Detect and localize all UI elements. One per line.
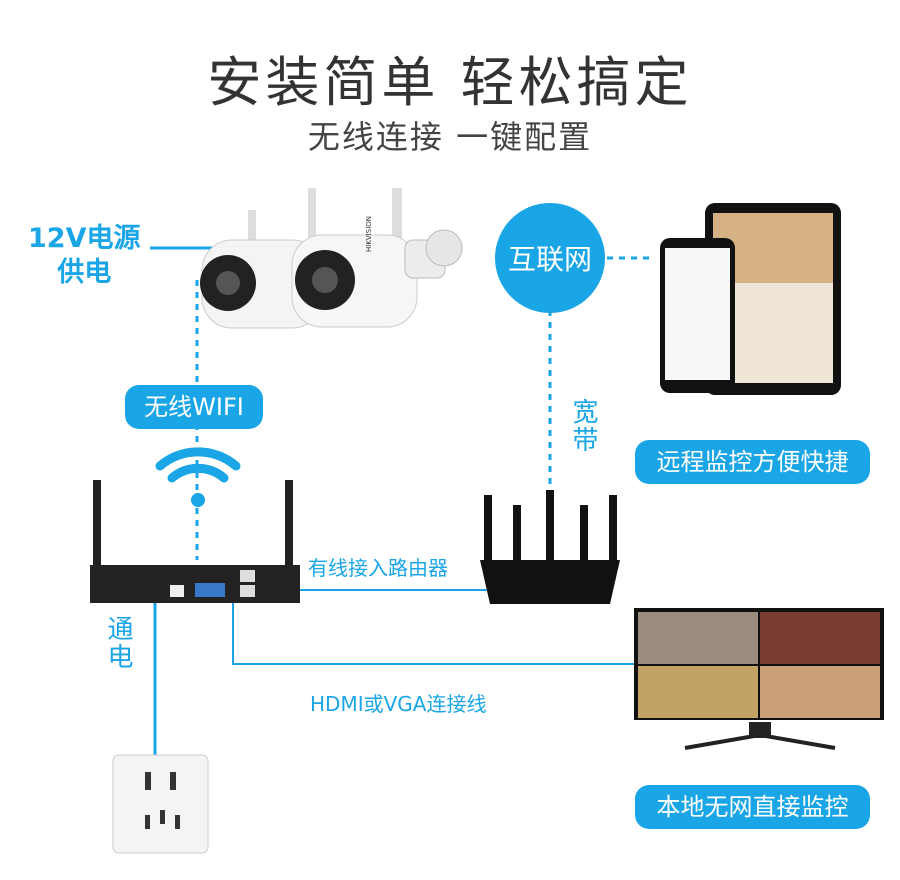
remote-monitoring-badge: 远程监控方便快捷 [635,440,870,484]
internet-label: 互联网 [507,243,592,276]
hdmi-cable [232,598,640,665]
power-on-label: 通电 [103,615,133,671]
nvr-device [90,480,300,603]
phone-device [660,238,735,393]
monitor-device [634,608,884,750]
wifi-symbol [155,447,241,507]
router-device [480,490,620,604]
power-supply-label: 12V电源 供电 [28,223,141,288]
hdmi-vga-label: HDMI或VGA连接线 [310,692,487,716]
wired-router-label: 有线接入路由器 [308,556,448,580]
local-monitoring-badge: 本地无网直接监控 [635,785,870,829]
wall-outlet [112,754,209,854]
page-title: 安装简单 轻松搞定 [207,51,693,114]
camera-brand-text: HIKVISION [365,215,373,252]
internet-circle [495,203,605,313]
page-subtitle: 无线连接 一键配置 [307,118,593,156]
wifi-badge: 无线WIFI [125,385,263,429]
broadband-label: 宽带 [568,398,598,454]
camera-right [291,188,463,328]
